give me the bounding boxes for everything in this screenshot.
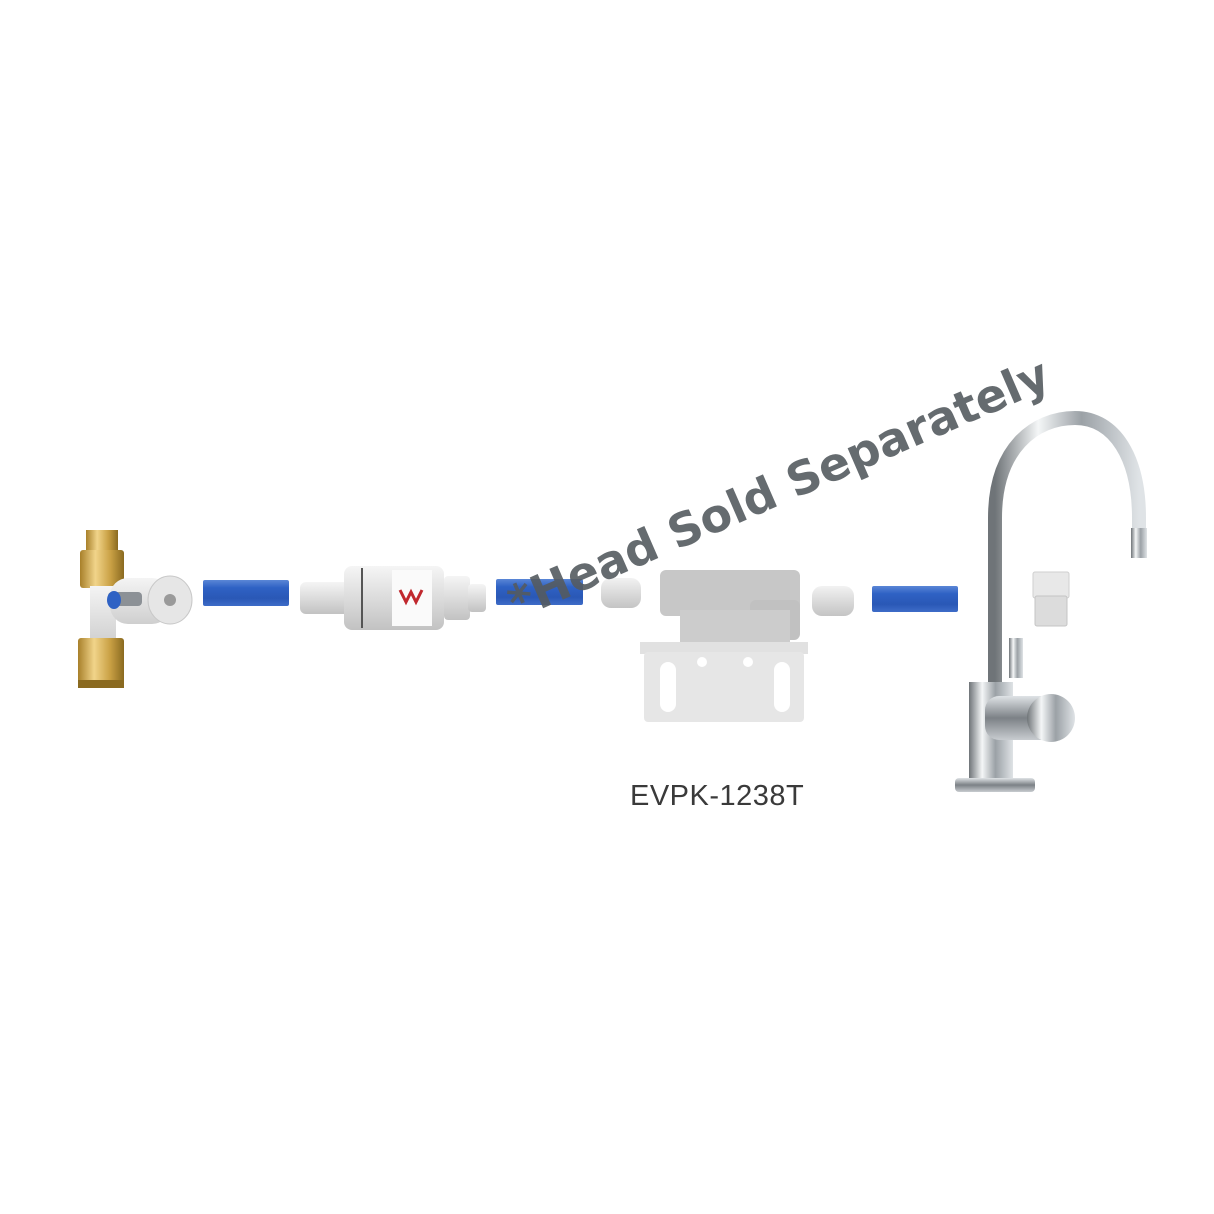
gooseneck-faucet [955, 408, 1155, 798]
tube-segment-1 [203, 580, 289, 606]
tee-valve [78, 528, 198, 688]
faucet-icon [955, 410, 1147, 792]
filter-head-icon [640, 570, 808, 722]
product-sku-label: EVPK-1238T [630, 780, 805, 812]
filter-head-bracket [640, 570, 810, 730]
push-fit-connector-1 [601, 578, 641, 608]
tube-segment-2 [496, 579, 583, 605]
push-fit-connector-2 [812, 586, 854, 616]
pressure-limiting-valve [300, 562, 490, 632]
tee-valve-icon [78, 530, 193, 688]
tube-segment-3 [872, 586, 958, 612]
pressure-valve-icon [300, 566, 486, 630]
